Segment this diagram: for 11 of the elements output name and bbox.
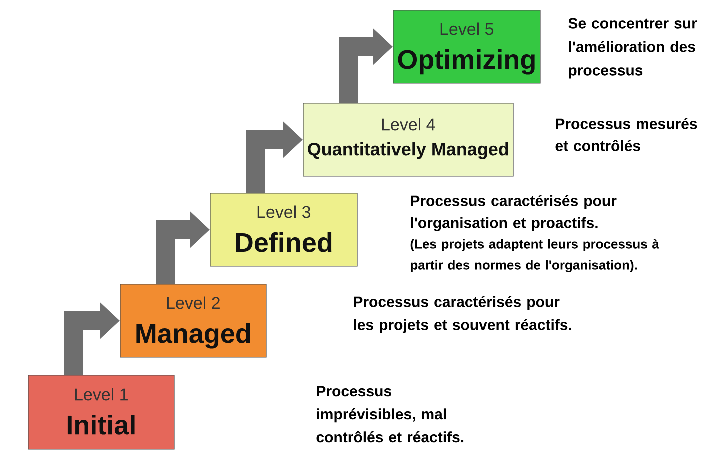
description-text: Se concentrer sur l'amélioration des processus bbox=[568, 18, 698, 79]
description-text: Processus imprévisibles, mal contrôlés et réactifs. bbox=[316, 386, 464, 443]
description-text: (Les projets adaptent leurs processus à partir des normes de l'organisation). bbox=[410, 239, 660, 272]
level-box: Level 4 Quantitatively Managed bbox=[303, 103, 514, 177]
level-box: Level 5 Optimizing bbox=[393, 10, 541, 84]
level-box: Level 3 Defined bbox=[210, 193, 358, 267]
level-box: Level 1 Initial bbox=[28, 375, 175, 450]
description-text: Processus mesurés et contrôlés bbox=[556, 118, 698, 152]
description-text: Processus caractérisés pour les projets et souvent réactifs. bbox=[354, 296, 572, 334]
description-text: Processus caractérisés pour l'organisation et proactifs. bbox=[411, 195, 617, 232]
level-box: Level 2 Managed bbox=[120, 284, 267, 358]
